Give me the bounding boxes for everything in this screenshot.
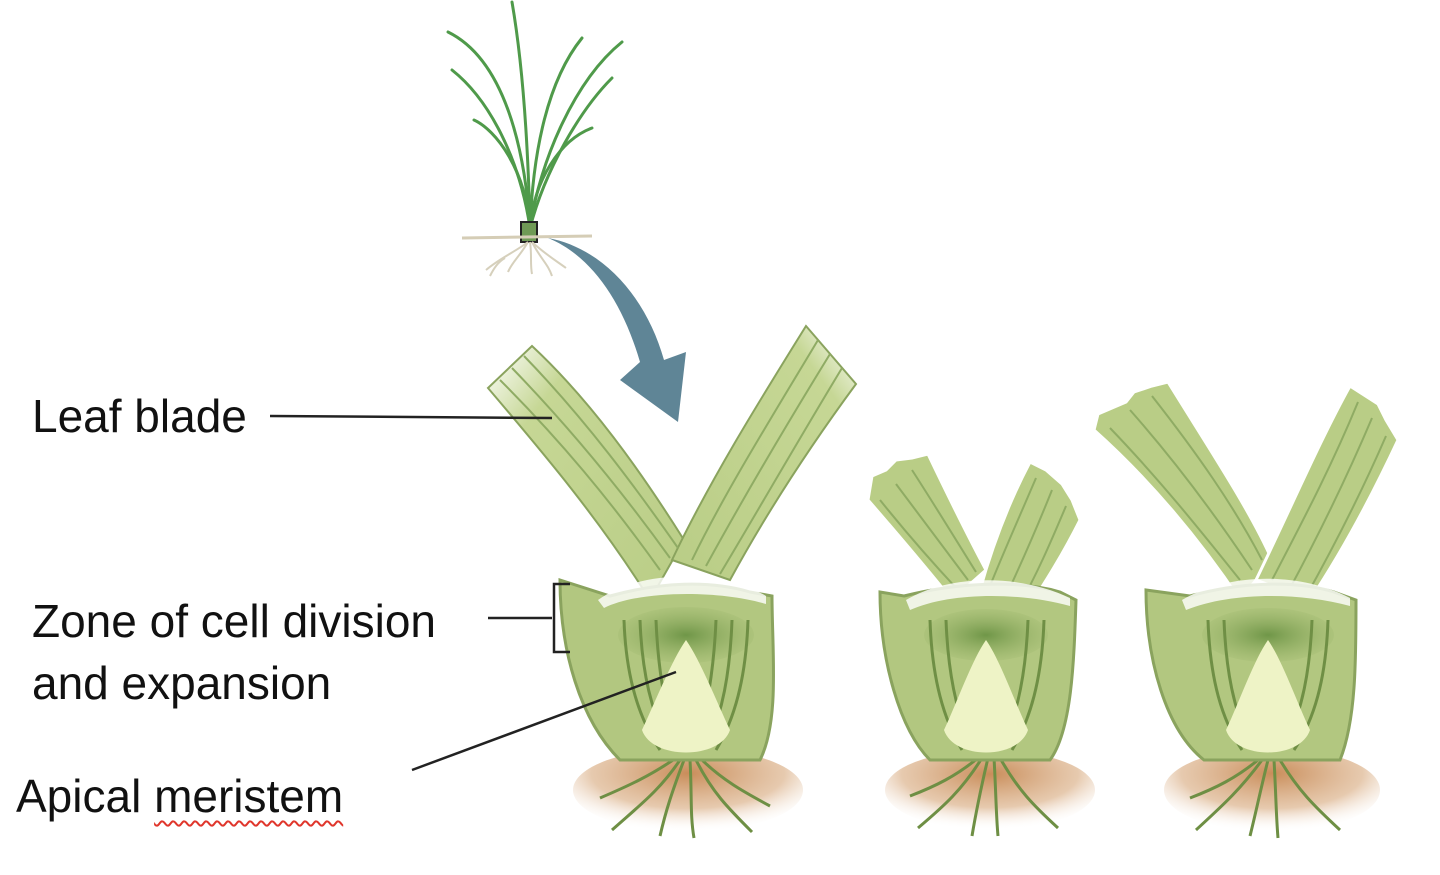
- meristem-word: meristem: [154, 770, 344, 822]
- grass-plant-icon: [446, 0, 624, 230]
- zone-label-line1: Zone of cell division: [32, 595, 436, 647]
- soil-patch: [885, 750, 1095, 830]
- grass-tiller-cut: [866, 452, 1095, 837]
- apical-meristem-label: Apical meristem: [16, 766, 343, 826]
- roots-icon: [599, 756, 771, 839]
- apical-meristem: [1226, 640, 1310, 753]
- roots-small-icon: [485, 241, 567, 277]
- grass-tiller-full: [486, 324, 858, 839]
- grass-tiller-regrown: [1092, 380, 1400, 839]
- zone-of-cell-division: [618, 607, 754, 663]
- roots-icon: [909, 756, 1060, 837]
- leaf-blade-left-cut: [866, 452, 988, 603]
- leaf-blade-right: [670, 324, 858, 582]
- soil-patch: [573, 748, 803, 832]
- zone-label-line2: and expansion: [32, 657, 332, 709]
- apical-meristem: [642, 640, 730, 753]
- apical-word: Apical: [16, 770, 142, 822]
- ground-line: [461, 234, 593, 240]
- curved-arrow-icon: [548, 238, 686, 422]
- apical-meristem-leader-line: [411, 670, 677, 772]
- zone-bracket: [552, 582, 570, 654]
- leaf-blade-label: Leaf blade: [32, 390, 247, 442]
- leaf-veins: [499, 339, 843, 575]
- magnify-box: [520, 221, 538, 243]
- leaf-blade-left-regrown: [1092, 380, 1274, 603]
- leaf-blade-leader-line: [269, 414, 553, 420]
- roots-icon: [1189, 758, 1342, 839]
- apical-meristem: [944, 640, 1028, 753]
